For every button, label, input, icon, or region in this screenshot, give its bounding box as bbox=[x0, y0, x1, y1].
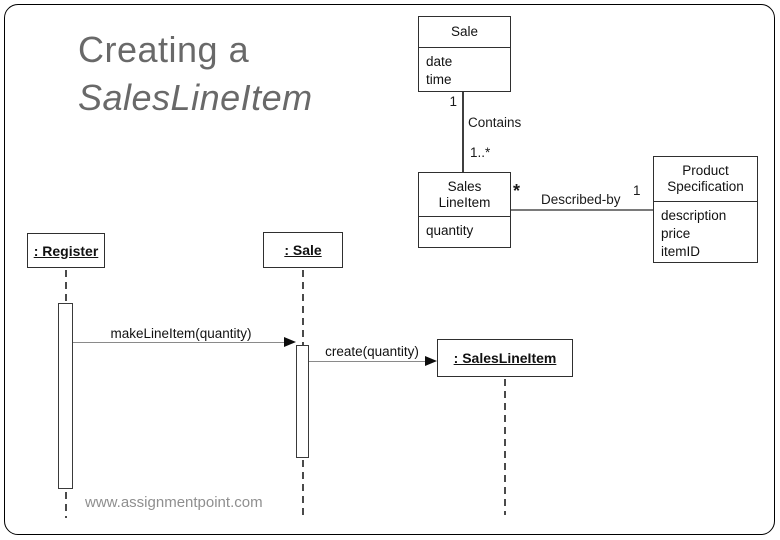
slide-title-line1: Creating a bbox=[78, 29, 250, 70]
multiplicity-contains-from: 1 bbox=[449, 94, 457, 109]
attribute: price bbox=[661, 226, 691, 241]
class-box-salesline-name: Sales LineItem bbox=[419, 173, 510, 217]
lifeline-register-dash-top bbox=[65, 270, 67, 303]
slide-title: Creating a SalesLineItem bbox=[78, 26, 313, 122]
class-name-text: Product bbox=[682, 163, 729, 178]
lifeline-label: : SalesLineItem bbox=[453, 350, 557, 366]
slide-title-line2: SalesLineItem bbox=[78, 77, 313, 118]
message-makelineitem-label: makeLineItem(quantity) bbox=[110, 326, 252, 341]
attribute: description bbox=[661, 208, 727, 223]
multiplicity-describedby-to: 1 bbox=[633, 183, 641, 198]
association-contains-line bbox=[462, 92, 464, 172]
lifeline-head-register: : Register bbox=[27, 233, 105, 268]
class-box-productspec: Product Specification description price … bbox=[653, 156, 758, 263]
class-name-text: LineItem bbox=[438, 194, 491, 210]
lifeline-saleslineitem-dash bbox=[504, 379, 506, 515]
message-makelineitem-line bbox=[73, 342, 285, 344]
message-create-label: create(quantity) bbox=[325, 344, 419, 359]
attribute: quantity bbox=[426, 223, 474, 238]
lifeline-head-sale: : Sale bbox=[263, 232, 343, 268]
class-name-text: Sale bbox=[450, 24, 479, 39]
attribute: itemID bbox=[661, 244, 701, 259]
class-box-sale-name: Sale bbox=[419, 17, 510, 48]
lifeline-head-saleslineitem: : SalesLineItem bbox=[437, 339, 573, 377]
footer-watermark: www.assignmentpoint.com bbox=[85, 494, 263, 511]
class-box-saleslineitem: Sales LineItem quantity bbox=[418, 172, 511, 248]
message-create-line bbox=[309, 361, 426, 363]
lifeline-sale-dash-bottom bbox=[302, 460, 304, 517]
attribute: date bbox=[426, 54, 453, 69]
multiplicity-contains-to: 1..* bbox=[470, 145, 491, 160]
message-create-arrowhead-icon bbox=[425, 356, 437, 366]
association-describedby-line bbox=[511, 209, 653, 211]
association-describedby-label: Described-by bbox=[541, 192, 621, 207]
class-name-text: Sales bbox=[447, 178, 482, 194]
association-contains-label: Contains bbox=[468, 115, 522, 130]
lifeline-sale-dash-top bbox=[302, 270, 304, 345]
attribute: time bbox=[426, 72, 452, 87]
class-box-productspec-attributes: description price itemID bbox=[654, 202, 757, 261]
lifeline-label: : Sale bbox=[284, 242, 322, 258]
class-box-salesline-attributes: quantity bbox=[419, 217, 510, 240]
class-box-sale: Sale date time bbox=[418, 16, 511, 92]
activation-bar-sale bbox=[296, 345, 309, 458]
message-makelineitem-arrowhead-icon bbox=[284, 337, 296, 347]
class-name-text: Specification bbox=[667, 179, 744, 194]
lifeline-register-dash-bottom bbox=[65, 492, 67, 518]
multiplicity-describedby-from: * bbox=[513, 181, 521, 201]
class-box-sale-attributes: date time bbox=[419, 48, 510, 89]
class-box-productspec-name: Product Specification bbox=[654, 157, 757, 202]
activation-bar-register bbox=[58, 303, 73, 489]
lifeline-label: : Register bbox=[33, 242, 99, 259]
